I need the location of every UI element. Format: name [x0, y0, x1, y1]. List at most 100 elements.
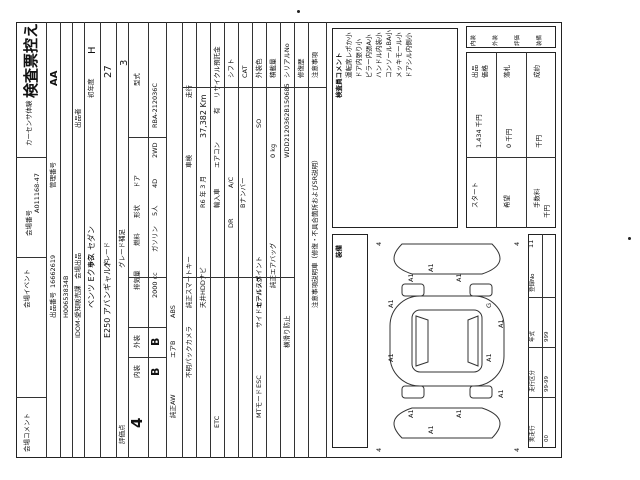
- dmg-mark-12: A1: [497, 319, 505, 328]
- dmg-mark-5: A1: [427, 425, 435, 434]
- car-damage-map: [389, 243, 505, 439]
- interior-grade-label: 内装: [133, 365, 141, 378]
- car-cabin-outline: [411, 309, 483, 373]
- dmg-mark-3: A1: [407, 409, 415, 418]
- recycle-value: 有: [213, 107, 221, 115]
- ac-value: A/C: [227, 176, 235, 188]
- month-value: 3: [119, 59, 130, 66]
- event-label: 会場イベント: [23, 269, 31, 308]
- deal-value: 千円: [535, 135, 543, 148]
- handover-note: カーセンサ体験: [25, 100, 33, 147]
- capacity-label: 積載量: [269, 58, 277, 79]
- ac-label: エアコン: [213, 142, 221, 168]
- car-side-left: [393, 407, 501, 439]
- sp-airbag: 純正エアバッグ: [269, 242, 277, 288]
- mileage-value: 37,382 Km: [199, 94, 208, 138]
- import-label: 輸入車: [213, 188, 221, 209]
- model-label: 型式: [133, 73, 141, 86]
- dmg-mark-8: A1: [455, 273, 463, 282]
- fee-label: 手数料: [533, 188, 541, 209]
- sp-smartkey: 純正スマートキー: [185, 256, 193, 308]
- sp-esc: ESC: [255, 375, 263, 388]
- top-comment-label: 会場コメント: [23, 413, 31, 452]
- shape-label: 形状: [133, 205, 141, 218]
- corner-num-4: 4: [513, 241, 521, 246]
- cat-label: CAT: [241, 65, 249, 78]
- mgmt-label: 管理番号: [49, 162, 57, 188]
- dmg-mark-10: G: [485, 302, 493, 308]
- check-item-3: ピラー内張A小: [365, 34, 373, 78]
- sp-backcam: 不明パックカメラ: [185, 326, 193, 378]
- left-label-4: 装備: [537, 34, 543, 46]
- exhibitor-value: IDOM-愛知販売課 会場出品: [74, 253, 82, 338]
- car-name-value: ベンツ Eクラス セダン: [87, 226, 96, 308]
- bottom-header-5: 年式: [530, 330, 536, 342]
- bottom-label-mid: 実走行: [530, 425, 536, 442]
- exterior-grade: B: [149, 337, 162, 346]
- inspection-value: R6 年 3 月: [199, 176, 207, 208]
- bottom-header-1: 登録No: [530, 273, 536, 292]
- check-item-4: ハンドル内装小: [375, 32, 383, 79]
- history-label: 修復歴: [297, 58, 305, 79]
- owner-comment-label: 検査員コメント: [335, 52, 343, 99]
- car-side-right: [393, 243, 501, 275]
- dmg-mark-4: A1: [407, 273, 415, 282]
- outer-color-value: DR: [227, 218, 235, 228]
- interior-grade: B: [149, 367, 162, 376]
- fuel-value: ガソリン: [151, 226, 159, 252]
- dmg-mark-1: A1: [387, 353, 395, 362]
- capacity-value: 0 kg: [269, 143, 277, 158]
- venue-code: A011168-47: [33, 173, 41, 213]
- sp-side-airbag: サイドエアバッグ: [255, 276, 263, 328]
- fuel-label: 燃料: [133, 233, 141, 246]
- bottom-value-2: 99-99: [544, 376, 550, 392]
- dmg-mark-2: A1: [387, 299, 395, 308]
- deal-label: 成約: [533, 65, 541, 78]
- dmg-mark-9: A1: [485, 353, 493, 362]
- check-item-6: メッキモール小: [395, 32, 403, 79]
- start-value: 1,434 千円: [475, 114, 483, 148]
- left-label-2: 外装: [493, 34, 499, 46]
- sp-etc: ETC: [213, 415, 221, 428]
- corner-num-2: 4: [375, 241, 383, 246]
- corner-num-3: 4: [513, 447, 521, 452]
- sp-mtmode: MTモード: [255, 388, 263, 418]
- door-value: 4D: [151, 178, 159, 188]
- door-label: ドア: [133, 175, 141, 188]
- entry-number-label: 出品番号: [49, 292, 57, 318]
- exterior-label: 外装: [133, 335, 141, 348]
- sp-skid: 横滑り防止: [283, 315, 291, 349]
- top-mark-aa: AA: [49, 70, 60, 86]
- notice-value: 注意事項説明車（修復・不具合箇所およびSR説明）: [311, 156, 319, 308]
- inspection-label: 車検: [185, 155, 193, 168]
- sp-aw: 純正AW: [169, 394, 177, 418]
- score-label: 評価点: [118, 424, 126, 445]
- serial-value: WDD2120362B150685: [283, 83, 291, 158]
- dmg-mark-7: A1: [455, 409, 463, 418]
- price-label2: 価格: [481, 65, 489, 78]
- hope-label: 希望: [503, 195, 511, 208]
- equipment-box: [332, 234, 368, 448]
- corner-num-1: 4: [375, 447, 383, 452]
- inspection-sheet: 検査票控え 会場コメント 会場イベント 会場番号 A011168-47 カーセン…: [16, 22, 562, 458]
- check-item-7: ドアシル内側小: [405, 32, 413, 78]
- check-item-5: コンソールBA小: [385, 30, 393, 78]
- sp-navi: 天井HDDナビ: [199, 267, 207, 308]
- left-label-3: 評価: [515, 34, 521, 46]
- seats-value: 5人: [151, 205, 159, 216]
- left-label-1: 内装: [471, 34, 477, 46]
- document-title: 検査票控え: [22, 22, 40, 98]
- recycle-label: リサイクル預託金: [213, 46, 221, 98]
- windshield: [415, 315, 429, 367]
- check-item-1: 運転席レポか小: [345, 32, 353, 79]
- notice-label: 注意事項: [311, 52, 319, 78]
- scan-speck: [628, 237, 631, 240]
- shift-label: シフト: [227, 58, 235, 79]
- wheel-rl: [469, 385, 493, 399]
- result-label: 落札: [503, 65, 511, 78]
- price-label1: 出品: [471, 65, 479, 78]
- year-value: 27: [103, 65, 114, 78]
- grade-supplement-label: グレード補足: [118, 229, 126, 268]
- seat-label: SO: [255, 118, 263, 128]
